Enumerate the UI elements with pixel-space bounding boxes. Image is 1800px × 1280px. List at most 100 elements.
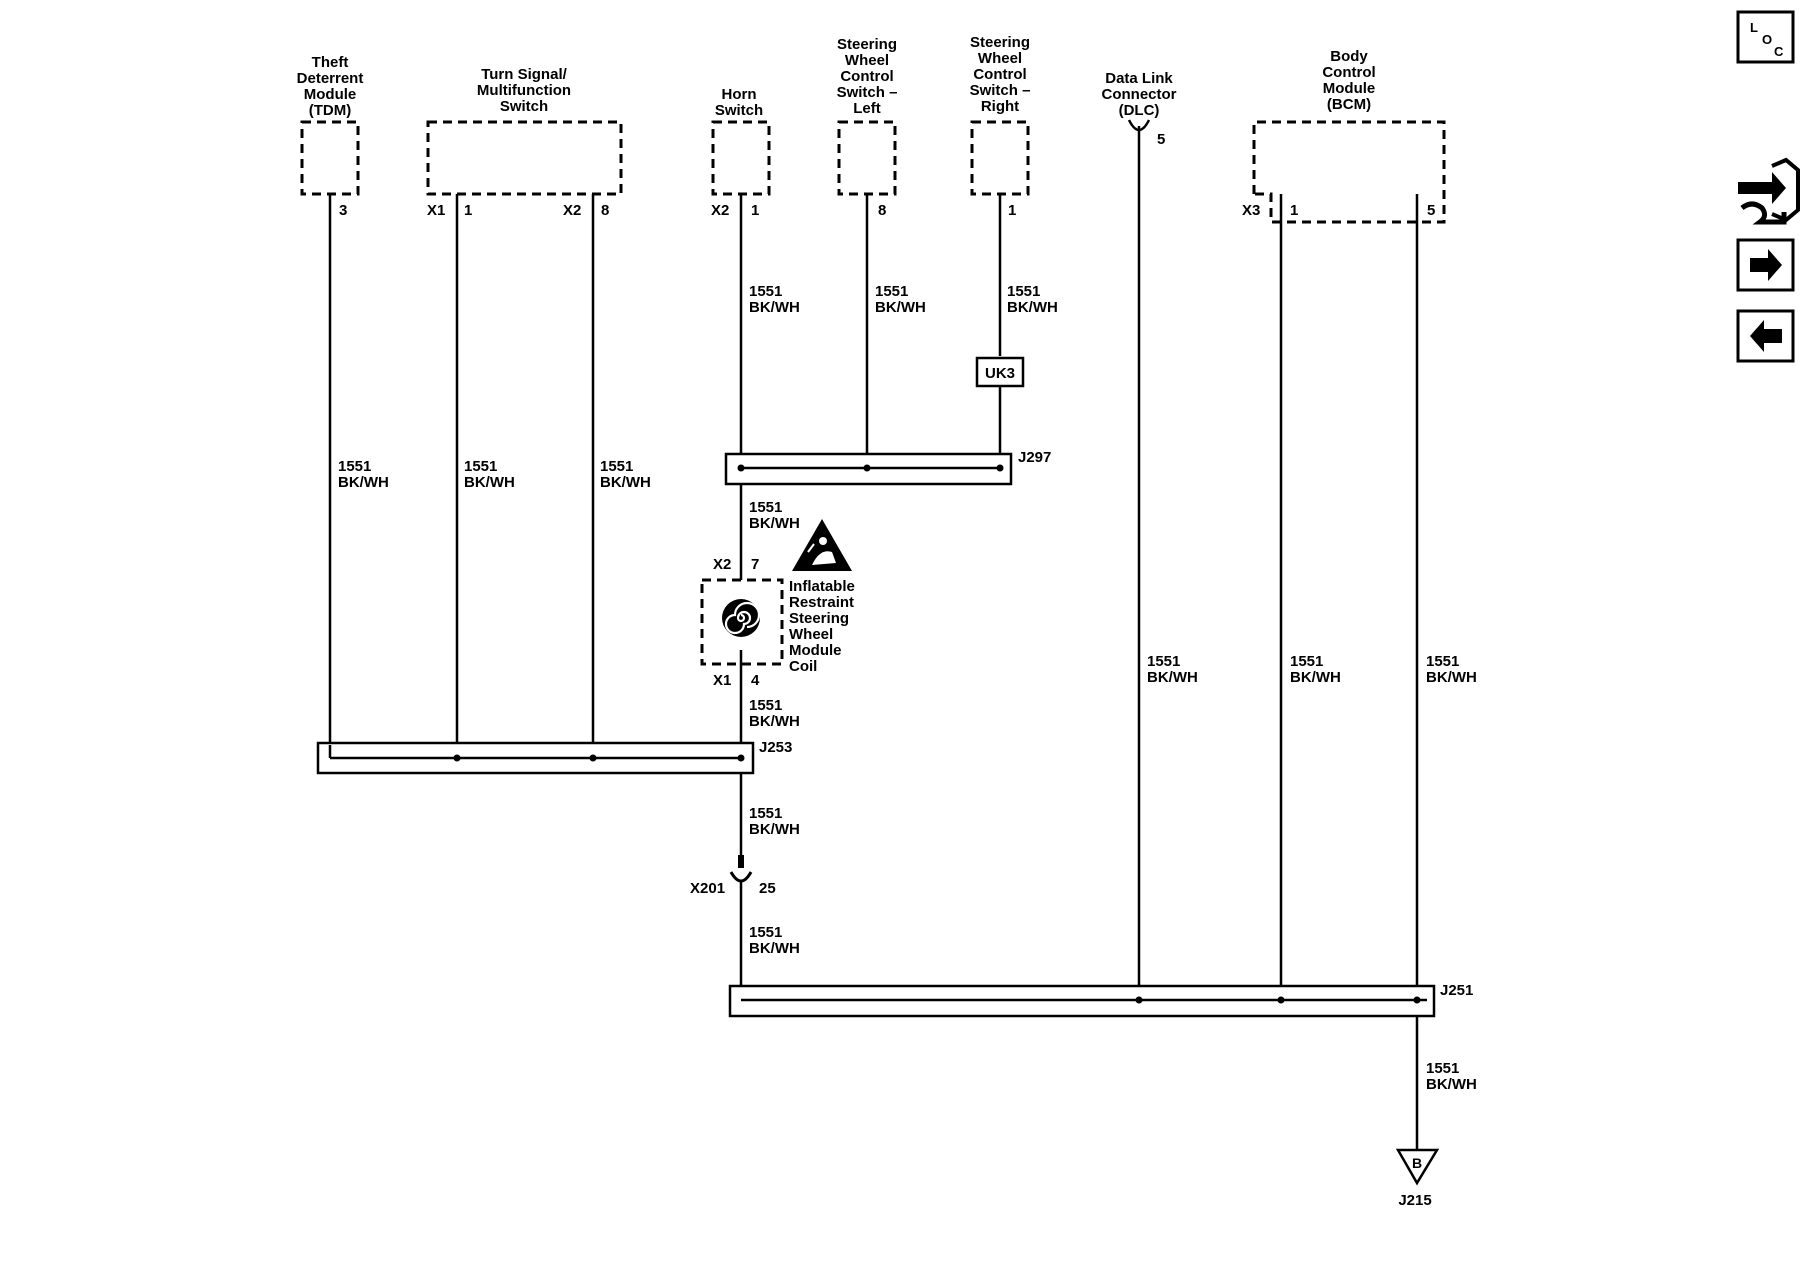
coil-top-pin: 7 [751,556,759,573]
splice-j251 [728,984,1436,1018]
svg-text:(TDM): (TDM) [309,102,351,119]
svg-text:Module: Module [304,86,357,103]
dlc-pin-label: 5 [1157,131,1165,148]
inline-connector-x201 [729,855,753,883]
svg-text:1551: 1551 [749,924,782,941]
arrow-right-icon [1750,249,1782,281]
splice-j253-label: J253 [759,739,792,756]
svg-text:Turn Signal/: Turn Signal/ [481,66,567,83]
bcm-connector-label: X3 [1242,202,1260,219]
inline-connector-name: X201 [690,880,725,897]
svg-text:1551: 1551 [749,499,782,516]
bcm-pin1-label: 1 [1290,202,1298,219]
coil-box [700,578,784,666]
svg-text:1551: 1551 [1147,653,1180,670]
svg-text:Wheel: Wheel [789,626,833,643]
svg-text:1551: 1551 [464,458,497,475]
svg-text:1551: 1551 [1290,653,1323,670]
svg-text:Coil: Coil [789,658,817,675]
svg-text:Steering: Steering [970,34,1030,51]
svg-text:Module: Module [789,642,842,659]
svg-text:1551: 1551 [749,697,782,714]
svg-text:BK/WH: BK/WH [1007,299,1058,316]
svg-text:Switch –: Switch – [970,82,1031,99]
bcm-title: Body Control Module (BCM) [1322,48,1375,113]
svg-text:Switch: Switch [715,102,763,119]
svg-text:Control: Control [1322,64,1375,81]
svg-text:Steering: Steering [789,610,849,627]
swc-left-box [837,120,897,196]
svg-text:L: L [1750,20,1758,35]
loc-icon: L O C [1750,20,1784,59]
svg-text:Deterrent: Deterrent [297,70,364,87]
svg-text:Theft: Theft [312,54,349,71]
svg-text:Switch: Switch [500,98,548,115]
svg-text:BK/WH: BK/WH [1290,669,1341,686]
svg-text:Data Link: Data Link [1105,70,1173,87]
svg-text:BK/WH: BK/WH [749,940,800,957]
previous-page-button[interactable] [1736,309,1795,363]
svg-text:Module: Module [1323,80,1376,97]
svg-text:Wheel: Wheel [845,52,889,69]
loc-button[interactable]: L O C [1736,10,1795,64]
ground-symbol: B [1395,1148,1440,1186]
svg-text:BK/WH: BK/WH [749,515,800,532]
svg-text:Control: Control [973,66,1026,83]
svg-text:BK/WH: BK/WH [1426,669,1477,686]
svg-text:1551: 1551 [1007,283,1040,300]
svg-text:Connector: Connector [1102,86,1177,103]
arrow-left-icon [1750,320,1782,352]
airbag-warning-icon [792,519,852,571]
next-page-button[interactable] [1736,238,1795,292]
svg-text:BK/WH: BK/WH [600,474,651,491]
svg-text:Wheel: Wheel [978,50,1022,67]
coil-title: Inflatable Restraint Steering Wheel Modu… [789,578,855,675]
svg-text:BK/WH: BK/WH [749,713,800,730]
coil-spiral-icon [722,599,761,637]
splice-j297 [724,452,1013,486]
svg-text:1551: 1551 [1426,1060,1459,1077]
svg-text:1551: 1551 [600,458,633,475]
splice-j253 [316,741,755,775]
swc-left-pin-label: 8 [878,202,886,219]
svg-text:Body: Body [1330,48,1368,65]
coil-bottom-connector: X1 [713,672,731,689]
option-code: UK3 [985,365,1015,382]
svg-text:BK/WH: BK/WH [464,474,515,491]
turn-signal-x2-label: X2 [563,202,581,219]
svg-text:Steering: Steering [837,36,897,53]
tdm-pin-label: 3 [339,202,347,219]
svg-text:B: B [1412,1155,1422,1171]
svg-text:BK/WH: BK/WH [749,821,800,838]
svg-text:BK/WH: BK/WH [749,299,800,316]
turn-signal-pin8-label: 8 [601,202,609,219]
swc-right-pin-label: 1 [1008,202,1016,219]
tdm-box [300,120,360,196]
svg-text:C: C [1774,44,1784,59]
splice-j251-label: J251 [1440,982,1473,999]
splice-j297-label: J297 [1018,449,1051,466]
inline-connector-pin: 25 [759,880,776,897]
connector-view-button[interactable] [1738,157,1800,225]
coil-top-connector: X2 [713,556,731,573]
wires [328,126,1419,1150]
ground-label: J215 [1398,1192,1431,1209]
swc-right-title: Steering Wheel Control Switch – Right [970,34,1031,115]
connector-view-icon [1738,157,1800,225]
svg-text:1551: 1551 [749,805,782,822]
option-box [975,356,1025,388]
svg-text:(BCM): (BCM) [1327,96,1371,113]
svg-text:O: O [1762,32,1772,47]
turn-signal-pin1-label: 1 [464,202,472,219]
svg-text:Inflatable: Inflatable [789,578,855,595]
turn-signal-x1-label: X1 [427,202,445,219]
